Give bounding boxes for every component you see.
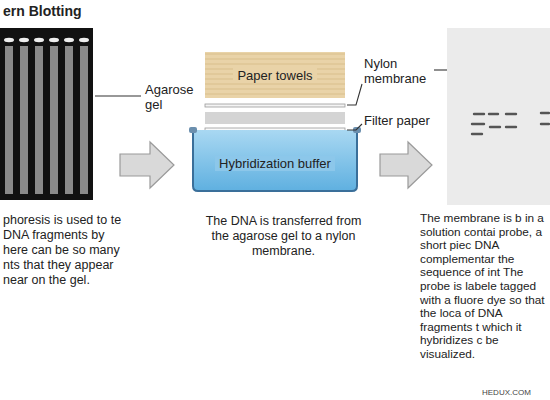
node-text: Hybridization buffer — [215, 156, 335, 171]
leader-line — [347, 84, 362, 105]
paper-towels — [205, 52, 345, 98]
gel-lanes — [5, 46, 88, 194]
watermark: HEDUX.COM — [482, 388, 548, 398]
gel-wells — [4, 38, 89, 42]
node-text: Paper towels — [233, 68, 316, 83]
nylon-membrane — [205, 104, 345, 107]
leader-line — [95, 95, 141, 96]
tray-rim — [189, 127, 197, 133]
part-label: Nylon membrane — [364, 56, 434, 86]
dna-bands — [472, 113, 549, 134]
step-note: phoresis is used to te DNA fragments by … — [3, 213, 123, 288]
towel-stack: Paper towels — [205, 52, 345, 98]
leader-line — [347, 124, 362, 130]
step-arrow — [380, 142, 432, 188]
step-arrow — [120, 142, 174, 188]
part-label: Filter paper — [364, 113, 444, 128]
buffer-box: Hybridization buffer — [198, 138, 352, 188]
gel — [0, 28, 93, 200]
blotted-membrane — [447, 28, 550, 205]
step-note: The DNA is transferred from the agarose … — [196, 214, 371, 259]
agarose-slab — [205, 112, 345, 124]
diagram-title: ern Blotting — [3, 4, 82, 19]
buffer-tray — [193, 130, 357, 191]
part-label: Agarose gel — [145, 82, 205, 112]
step-note: The membrane is b in a solution contai p… — [420, 212, 548, 362]
